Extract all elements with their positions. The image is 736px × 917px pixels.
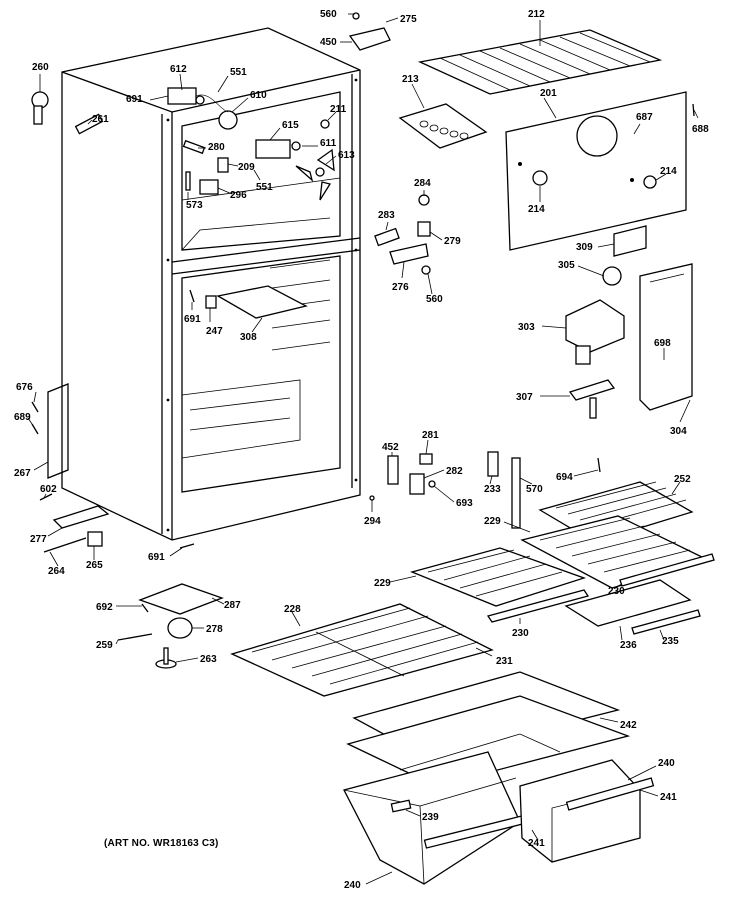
callout-280: 280 bbox=[208, 142, 225, 153]
callout-228: 228 bbox=[284, 604, 301, 615]
callout-214: 214 bbox=[660, 166, 677, 177]
callout-452: 452 bbox=[382, 442, 399, 453]
callout-573: 573 bbox=[186, 200, 203, 211]
callout-239: 239 bbox=[422, 812, 439, 823]
callout-309: 309 bbox=[576, 242, 593, 253]
bottom-components bbox=[117, 583, 494, 697]
callout-689: 689 bbox=[14, 412, 31, 423]
callout-691: 691 bbox=[148, 552, 165, 563]
callout-693: 693 bbox=[456, 498, 473, 509]
callout-241: 241 bbox=[660, 792, 677, 803]
callout-265: 265 bbox=[86, 560, 103, 571]
callout-694: 694 bbox=[556, 472, 573, 483]
callout-242: 242 bbox=[620, 720, 637, 731]
callout-267: 267 bbox=[14, 468, 31, 479]
callout-252: 252 bbox=[674, 474, 691, 485]
callout-284: 284 bbox=[414, 178, 431, 189]
callout-278: 278 bbox=[206, 624, 223, 635]
callout-450: 450 bbox=[320, 37, 337, 48]
callout-560: 560 bbox=[426, 294, 443, 305]
callout-276: 276 bbox=[392, 282, 409, 293]
callout-281: 281 bbox=[422, 430, 439, 441]
cabinet-drawing bbox=[47, 27, 361, 541]
callout-264: 264 bbox=[48, 566, 65, 577]
callout-214: 214 bbox=[528, 204, 545, 215]
callout-labels: 560 275 450 212 260 612 551 691 610 261 … bbox=[14, 9, 709, 891]
callout-287: 287 bbox=[224, 600, 241, 611]
callout-263: 263 bbox=[200, 654, 217, 665]
callout-308: 308 bbox=[240, 332, 257, 343]
callout-294: 294 bbox=[364, 516, 381, 527]
callout-303: 303 bbox=[518, 322, 535, 333]
callout-213: 213 bbox=[402, 74, 419, 85]
cabinet-components bbox=[31, 87, 375, 553]
callout-611: 611 bbox=[320, 138, 337, 149]
callout-275: 275 bbox=[400, 14, 417, 25]
callout-570: 570 bbox=[526, 484, 543, 495]
callout-230: 230 bbox=[608, 586, 625, 597]
callout-560: 560 bbox=[320, 9, 337, 20]
callout-212: 212 bbox=[528, 9, 545, 20]
callout-551: 551 bbox=[256, 182, 273, 193]
callout-691: 691 bbox=[184, 314, 201, 325]
callout-211: 211 bbox=[330, 104, 347, 115]
callout-277: 277 bbox=[30, 534, 47, 545]
callout-230: 230 bbox=[512, 628, 529, 639]
callout-201: 201 bbox=[540, 88, 557, 99]
callout-259: 259 bbox=[96, 640, 113, 651]
callout-241: 241 bbox=[528, 838, 545, 849]
callout-209: 209 bbox=[238, 162, 255, 173]
callout-691: 691 bbox=[126, 94, 143, 105]
callout-305: 305 bbox=[558, 260, 575, 271]
callout-296: 296 bbox=[230, 190, 247, 201]
callout-610: 610 bbox=[250, 90, 267, 101]
callout-676: 676 bbox=[16, 382, 33, 393]
callout-613: 613 bbox=[338, 150, 355, 161]
freezer-components bbox=[348, 12, 695, 275]
fresh-food-components bbox=[387, 451, 715, 635]
callout-279: 279 bbox=[444, 236, 461, 247]
callout-240: 240 bbox=[344, 880, 361, 891]
control-components bbox=[565, 225, 693, 419]
crisper-drawing bbox=[343, 671, 655, 885]
callout-261: 261 bbox=[92, 114, 109, 125]
callout-282: 282 bbox=[446, 466, 463, 477]
callout-236: 236 bbox=[620, 640, 637, 651]
callout-247: 247 bbox=[206, 326, 223, 337]
leader-lines bbox=[27, 13, 699, 885]
callout-602: 602 bbox=[40, 484, 57, 495]
callout-229: 229 bbox=[374, 578, 391, 589]
callout-304: 304 bbox=[670, 426, 687, 437]
callout-307: 307 bbox=[516, 392, 533, 403]
callout-615: 615 bbox=[282, 120, 299, 131]
callout-698: 698 bbox=[654, 338, 671, 349]
callout-229: 229 bbox=[484, 516, 501, 527]
art-number: (ART NO. WR18163 C3) bbox=[104, 838, 219, 849]
callout-231: 231 bbox=[496, 656, 513, 667]
callout-283: 283 bbox=[378, 210, 395, 221]
callout-260: 260 bbox=[32, 62, 49, 73]
callout-687: 687 bbox=[636, 112, 653, 123]
callout-688: 688 bbox=[692, 124, 709, 135]
callout-240: 240 bbox=[658, 758, 675, 769]
callout-233: 233 bbox=[484, 484, 501, 495]
callout-235: 235 bbox=[662, 636, 679, 647]
callout-551: 551 bbox=[230, 67, 247, 78]
callout-612: 612 bbox=[170, 64, 187, 75]
callout-692: 692 bbox=[96, 602, 113, 613]
